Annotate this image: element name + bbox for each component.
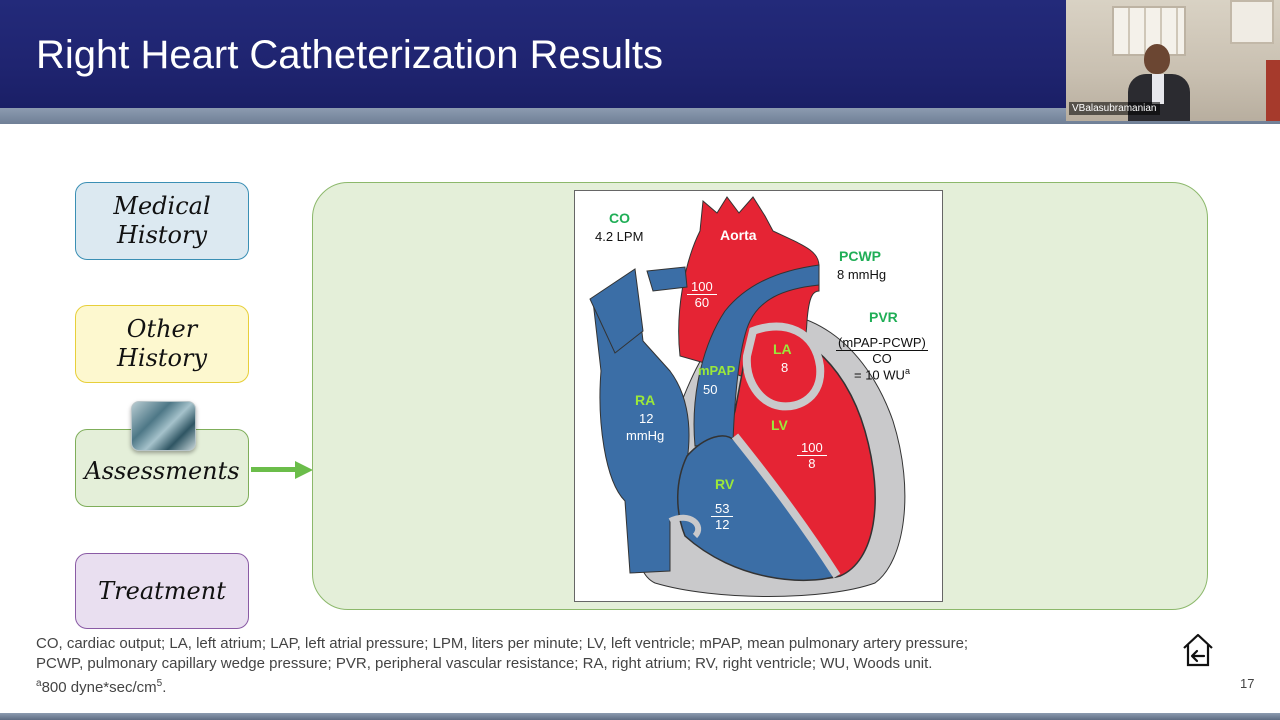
rv-label: RV (715, 476, 735, 492)
lv-systolic: 100 (797, 440, 827, 456)
footnote-line-1: CO, cardiac output; LA, left atrium; LAP… (36, 635, 969, 652)
ra-value: 12 (639, 411, 654, 426)
footnote: CO, cardiac output; LA, left atrium; LAP… (36, 634, 1156, 698)
lv-label: LV (771, 417, 788, 433)
nav-assessments-label: Assessments (84, 456, 240, 485)
footnote-period: . (162, 679, 167, 696)
assessment-thumbnail-image (131, 401, 196, 451)
rv-pressure: 53 12 (711, 501, 734, 532)
nav-treatment[interactable]: Treatment (75, 553, 249, 629)
slide-title: Right Heart Catheterization Results (36, 33, 663, 77)
footnote-exponent: 5 (156, 678, 163, 689)
pvr-footnote-marker: a (904, 366, 910, 376)
septum (731, 433, 841, 579)
superior-vena-cava (589, 268, 644, 354)
heart-illustration (589, 196, 906, 597)
ra-label: RA (635, 392, 656, 408)
ra-unit: mmHg (626, 428, 665, 443)
footnote-unit-text: 800 dyne*sec/cm (41, 679, 157, 696)
pvr-label: PVR (869, 309, 898, 325)
home-return-icon[interactable] (1180, 632, 1216, 668)
la-value: 8 (781, 360, 789, 375)
mpap-label: mPAP (698, 363, 736, 378)
video-background-window (1230, 0, 1274, 44)
nav-other-history[interactable]: Other History (75, 305, 249, 383)
pulmonary-artery (693, 264, 820, 447)
heart-diagram: CO 4.2 LPM Aorta 100 60 PCWP 8 mmHg PVR … (574, 190, 943, 602)
slide-header (0, 0, 1066, 108)
header-divider (0, 108, 1280, 124)
nav-other-history-label: Other History (116, 315, 208, 372)
pcwp-label: PCWP (839, 248, 881, 264)
video-background-object (1266, 60, 1280, 121)
left-atrium (742, 322, 825, 411)
valve (668, 514, 702, 539)
aorta-label: Aorta (720, 227, 757, 243)
aorta-pressure: 100 60 (687, 279, 717, 310)
pvr-formula: (mPAP-PCWP) CO (836, 335, 928, 366)
nav-treatment-label: Treatment (98, 576, 226, 605)
la-label: LA (773, 341, 792, 357)
aorta-systolic: 100 (687, 279, 717, 295)
footnote-line-3: a800 dyne*sec/cm5. (36, 674, 1156, 698)
page-number: 17 (1240, 676, 1255, 691)
pvr-denominator: CO (872, 351, 892, 366)
nav-medical-history-label: Medical History (113, 192, 211, 249)
aorta-diastolic: 60 (694, 295, 710, 310)
pvr-result: = 10 WUa (854, 366, 910, 382)
footnote-marker: a (36, 678, 42, 689)
footnote-line-2: PCWP, pulmonary capillary wedge pressure… (36, 655, 933, 672)
co-value: 4.2 LPM (595, 229, 644, 244)
mpap-value: 50 (703, 382, 718, 397)
participant-video[interactable]: VBalasubramanian (1066, 0, 1280, 121)
participant-head (1144, 44, 1170, 74)
lv-pressure: 100 8 (797, 440, 827, 471)
footer-divider (0, 713, 1280, 720)
rv-diastolic: 12 (715, 517, 730, 532)
nav-medical-history[interactable]: Medical History (75, 182, 249, 260)
participant-name: VBalasubramanian (1069, 102, 1160, 115)
pvr-numerator: (mPAP-PCWP) (836, 335, 928, 351)
rv-systolic: 53 (711, 501, 734, 517)
participant-shirt (1152, 74, 1164, 104)
pulmonary-branch (646, 266, 688, 292)
lv-diastolic: 8 (808, 456, 816, 471)
pvr-result-value: = 10 WU (854, 367, 905, 383)
right-arrow-icon (251, 461, 313, 479)
co-label: CO (609, 210, 630, 226)
pcwp-value: 8 mmHg (837, 267, 887, 282)
